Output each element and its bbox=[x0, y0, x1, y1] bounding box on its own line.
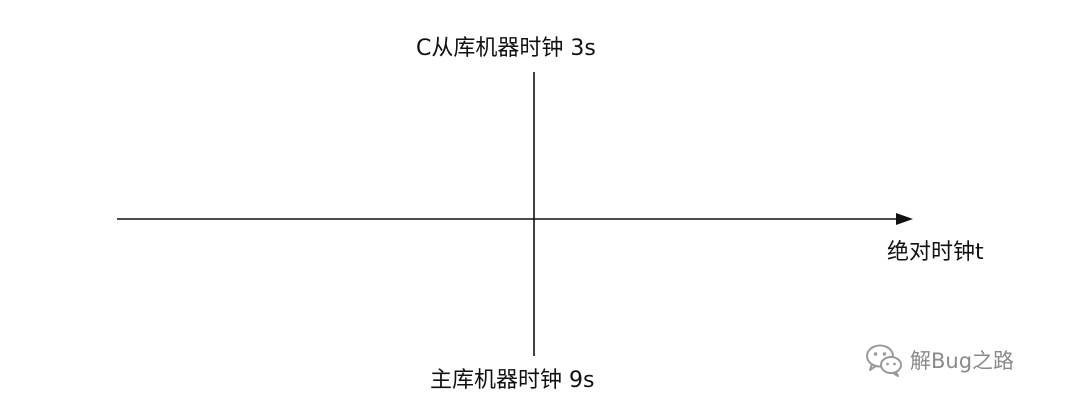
time-axis-arrowhead bbox=[896, 213, 913, 225]
watermark-text: 解Bug之路 bbox=[910, 349, 1015, 373]
watermark: 解Bug之路 bbox=[864, 342, 1014, 378]
master-clock-label: 主库机器时钟 9s bbox=[430, 368, 595, 393]
slave-clock-label: C从库机器时钟 3s bbox=[416, 36, 596, 61]
absolute-clock-axis-label: 绝对时钟t bbox=[887, 240, 984, 265]
wechat-icon bbox=[866, 344, 902, 377]
